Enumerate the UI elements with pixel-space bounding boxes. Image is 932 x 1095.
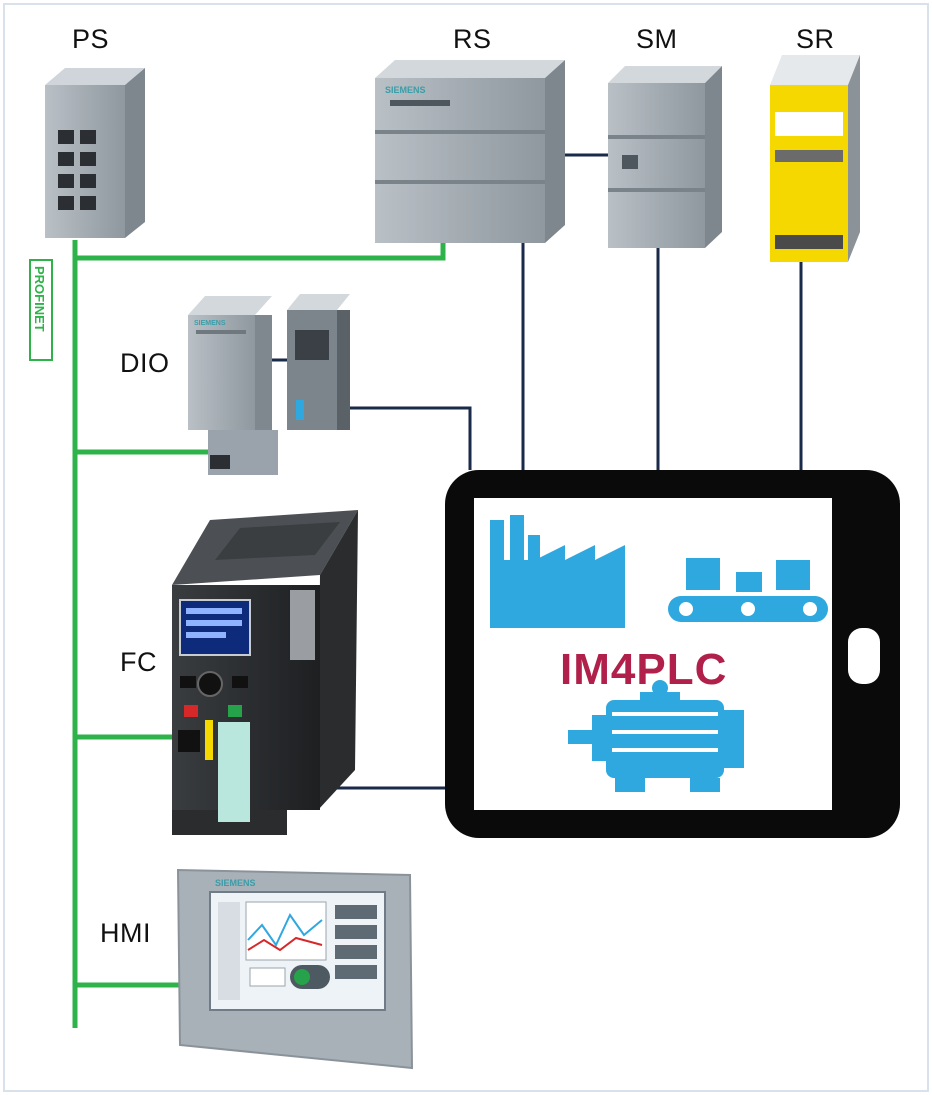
cpu-device: SIEMENS xyxy=(375,60,565,243)
center-title: IM4PLC xyxy=(560,645,728,694)
switch-device xyxy=(45,68,145,238)
profinet-text: PROFINET xyxy=(32,266,47,332)
factory-icon xyxy=(490,515,625,628)
motor-icon xyxy=(568,680,744,792)
label-hmi: HMI xyxy=(100,918,151,948)
profinet-bus xyxy=(72,238,446,1028)
signal-module-device xyxy=(608,66,722,248)
label-dio: DIO xyxy=(120,348,170,378)
profinet-logo: PROFINET xyxy=(29,259,53,361)
conveyor-icon xyxy=(668,558,828,622)
frequency-converter-device xyxy=(172,510,358,835)
label-fc: FC xyxy=(120,647,157,677)
distributed-io-device: SIEMENS xyxy=(188,294,350,475)
hmi-panel-device: SIEMENS xyxy=(176,868,414,1070)
label-ps: PS xyxy=(72,24,110,54)
brand-text: SIEMENS xyxy=(194,320,226,327)
brand-text: SIEMENS xyxy=(385,85,426,95)
safety-relay-device xyxy=(770,55,860,262)
label-rs: RS xyxy=(453,24,492,54)
brand-text: SIEMENS xyxy=(215,878,256,888)
label-sm: SM xyxy=(636,24,678,54)
label-sr: SR xyxy=(796,24,835,54)
outer-frame xyxy=(3,3,929,1092)
